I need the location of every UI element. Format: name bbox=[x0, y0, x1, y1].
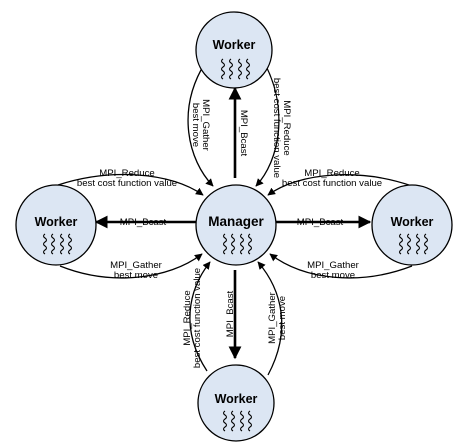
edge-left-gather bbox=[59, 253, 203, 279]
worker-node-top: Worker bbox=[195, 11, 273, 89]
label-top-gather-2: best move bbox=[190, 103, 201, 147]
label-top-gather-1: MPI_Gather bbox=[200, 99, 211, 152]
label-bottom-reduce-1: MPI_Reduce bbox=[182, 290, 193, 345]
label-left-reduce-1: MPI_Reduce bbox=[99, 168, 154, 179]
label-left-gather-1: MPI_Gather bbox=[110, 260, 163, 271]
label-bottom-gather-1: MPI_Gather bbox=[267, 291, 278, 344]
label-right-gather-2: best move bbox=[311, 270, 355, 281]
worker-bottom-title: Worker bbox=[215, 392, 258, 406]
label-right-gather-1: MPI_Gather bbox=[307, 260, 360, 271]
label-bottom-reduce-2: best cost function value bbox=[192, 268, 203, 368]
label-bottom-bcast: MPI_Bcast bbox=[225, 290, 236, 337]
edge-top-reduce bbox=[255, 65, 280, 187]
worker-node-right: Worker bbox=[371, 184, 453, 266]
worker-right-title: Worker bbox=[391, 215, 434, 229]
label-right-reduce-1: MPI_Reduce bbox=[304, 168, 359, 179]
manager-title: Manager bbox=[208, 214, 264, 229]
label-left-bcast: MPI_Bcast bbox=[120, 217, 167, 228]
edge-top-gather bbox=[187, 62, 214, 187]
label-bottom-gather-2: best move bbox=[277, 296, 288, 340]
edge-bottom-gather bbox=[257, 261, 283, 376]
manager-node: Manager bbox=[195, 184, 277, 266]
label-right-reduce-2: best cost function value bbox=[282, 178, 382, 189]
worker-top-title: Worker bbox=[213, 38, 256, 52]
worker-left-title: Worker bbox=[35, 215, 78, 229]
label-top-bcast: MPI_Bcast bbox=[238, 110, 249, 157]
label-right-bcast: MPI_Bcast bbox=[297, 217, 344, 228]
edge-bottom-reduce bbox=[189, 261, 211, 372]
label-top-reduce-1: MPI_Reduce bbox=[281, 100, 292, 155]
worker-node-left: Worker bbox=[15, 184, 97, 266]
edge-right-gather bbox=[269, 253, 413, 279]
edge-right-reduce bbox=[267, 174, 413, 196]
label-left-reduce-2: best cost function value bbox=[77, 178, 177, 189]
label-top-reduce-2: best cost function value bbox=[271, 78, 282, 178]
edge-left-reduce bbox=[57, 173, 204, 196]
worker-node-bottom: Worker bbox=[197, 364, 275, 442]
label-left-gather-2: best move bbox=[114, 270, 158, 281]
